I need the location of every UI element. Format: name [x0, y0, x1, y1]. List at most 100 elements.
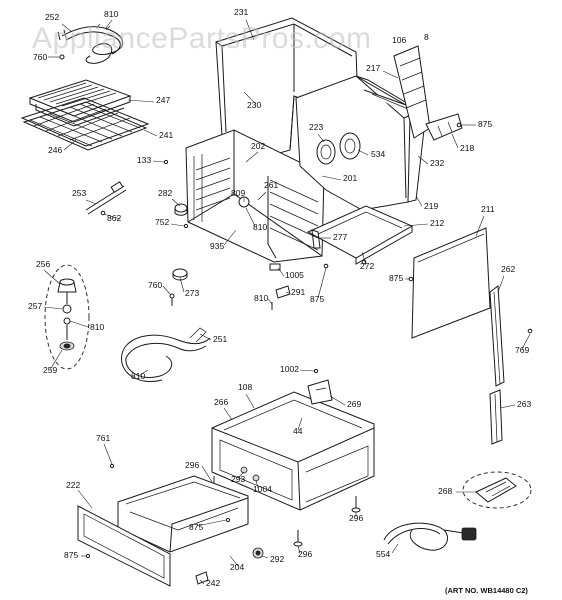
callout-c810a: 810: [104, 9, 118, 19]
terminal-block-outline: [462, 471, 532, 509]
callout-c761: 761: [96, 433, 110, 443]
art-reference: (ART NO. WB14480 C2): [445, 586, 528, 595]
callout-c8: 8: [424, 32, 429, 42]
knob-273: [172, 268, 188, 281]
screw-862: [100, 210, 106, 216]
callout-c247: 247: [156, 95, 170, 105]
roller-292: [252, 547, 264, 559]
callout-c218: 218: [460, 143, 474, 153]
callout-c202: 202: [251, 141, 265, 151]
bracket-291: [275, 285, 291, 299]
callout-c262: 262: [501, 264, 515, 274]
leveling-leg-296-right: [351, 496, 361, 513]
callout-c268: 268: [438, 486, 452, 496]
callout-c296c: 296: [298, 549, 312, 559]
callout-c810e: 810: [131, 371, 145, 381]
callout-c257: 257: [28, 301, 42, 311]
bracket-269: [307, 379, 333, 405]
callout-c296b: 296: [349, 513, 363, 523]
screw-1002: [313, 368, 319, 374]
callout-c252: 252: [45, 12, 59, 22]
callout-c44: 44: [293, 426, 303, 436]
light-assembly-outline: [44, 264, 90, 370]
callout-c291: 291: [291, 287, 305, 297]
screw-752: [183, 223, 189, 229]
callout-c217: 217: [366, 63, 380, 73]
knob-282: [174, 203, 188, 216]
callout-c108: 108: [238, 382, 252, 392]
callout-c211: 211: [481, 204, 495, 214]
callout-c875e: 875: [64, 550, 78, 560]
callout-c106: 106: [392, 35, 406, 45]
callout-c292: 292: [270, 554, 284, 564]
callout-c1002: 1002: [280, 364, 299, 374]
screw-875-drawer: [85, 553, 91, 559]
callout-c241: 241: [159, 130, 173, 140]
callout-c273: 273: [185, 288, 199, 298]
power-cord: [383, 522, 477, 551]
callout-c246: 246: [48, 145, 62, 155]
callout-c259: 259: [43, 365, 57, 375]
callout-c293: 293: [231, 474, 245, 484]
callout-c231: 231: [234, 7, 248, 17]
callout-c201: 201: [343, 173, 357, 183]
callout-c282: 282: [158, 188, 172, 198]
screw-760-head: [169, 293, 175, 299]
callout-c222: 222: [66, 480, 80, 490]
callout-c760b: 760: [148, 280, 162, 290]
screw-875-drawer-top: [225, 517, 231, 523]
callout-c269: 269: [347, 399, 361, 409]
callout-c242: 242: [206, 578, 220, 588]
fan-534: [339, 132, 361, 160]
callout-c810c: 810: [90, 322, 104, 332]
watermark-text: AppliancePartsPros.com: [32, 22, 371, 55]
callout-c261: 261: [264, 180, 278, 190]
bake-element-top: [57, 23, 124, 64]
callout-c223: 223: [309, 122, 323, 132]
callout-c277: 277: [333, 232, 347, 242]
callout-c875d: 875: [189, 522, 203, 532]
callout-c862: 862: [107, 213, 121, 223]
callout-c133: 133: [137, 155, 151, 165]
storage-drawer: [77, 475, 249, 587]
oven-cavity: [185, 129, 325, 263]
callout-c875a: 875: [478, 119, 492, 129]
screw-769: [527, 328, 533, 334]
callout-c212: 212: [430, 218, 444, 228]
callout-c752: 752: [155, 217, 169, 227]
bracket-218: [425, 113, 463, 141]
bottom-pan: [306, 205, 414, 265]
screw-760-top: [59, 54, 65, 60]
bake-element-lower: [121, 327, 211, 382]
roller-293: [240, 466, 248, 474]
clip-1005: [269, 263, 281, 271]
sensor-probe-253: [85, 181, 127, 215]
screw-761: [109, 463, 115, 469]
bracket-277: [311, 229, 321, 249]
callout-c204: 204: [230, 562, 244, 572]
trim-262: [489, 285, 505, 387]
callout-c253: 253: [72, 188, 86, 198]
callout-c263: 263: [517, 399, 531, 409]
terminal-block: [475, 477, 517, 503]
callout-c935: 935: [210, 241, 224, 251]
leader-lines: [43, 19, 531, 585]
leveling-leg-296-center: [293, 530, 303, 547]
callout-c769: 769: [515, 345, 529, 355]
callout-c266: 266: [214, 397, 228, 407]
callout-c232: 232: [430, 158, 444, 168]
callout-c230: 230: [247, 100, 261, 110]
screw-875-mid: [323, 263, 329, 269]
storage-drawer-frame: [211, 391, 375, 511]
fan-motor-223: [316, 139, 336, 165]
callout-c810b: 810: [253, 222, 267, 232]
callout-c272: 272: [360, 261, 374, 271]
callout-c251: 251: [213, 334, 227, 344]
screw-133: [163, 159, 169, 165]
light-assembly: [57, 278, 77, 351]
callout-c256: 256: [36, 259, 50, 269]
glide-242: [195, 571, 209, 585]
callout-c219: 219: [424, 201, 438, 211]
